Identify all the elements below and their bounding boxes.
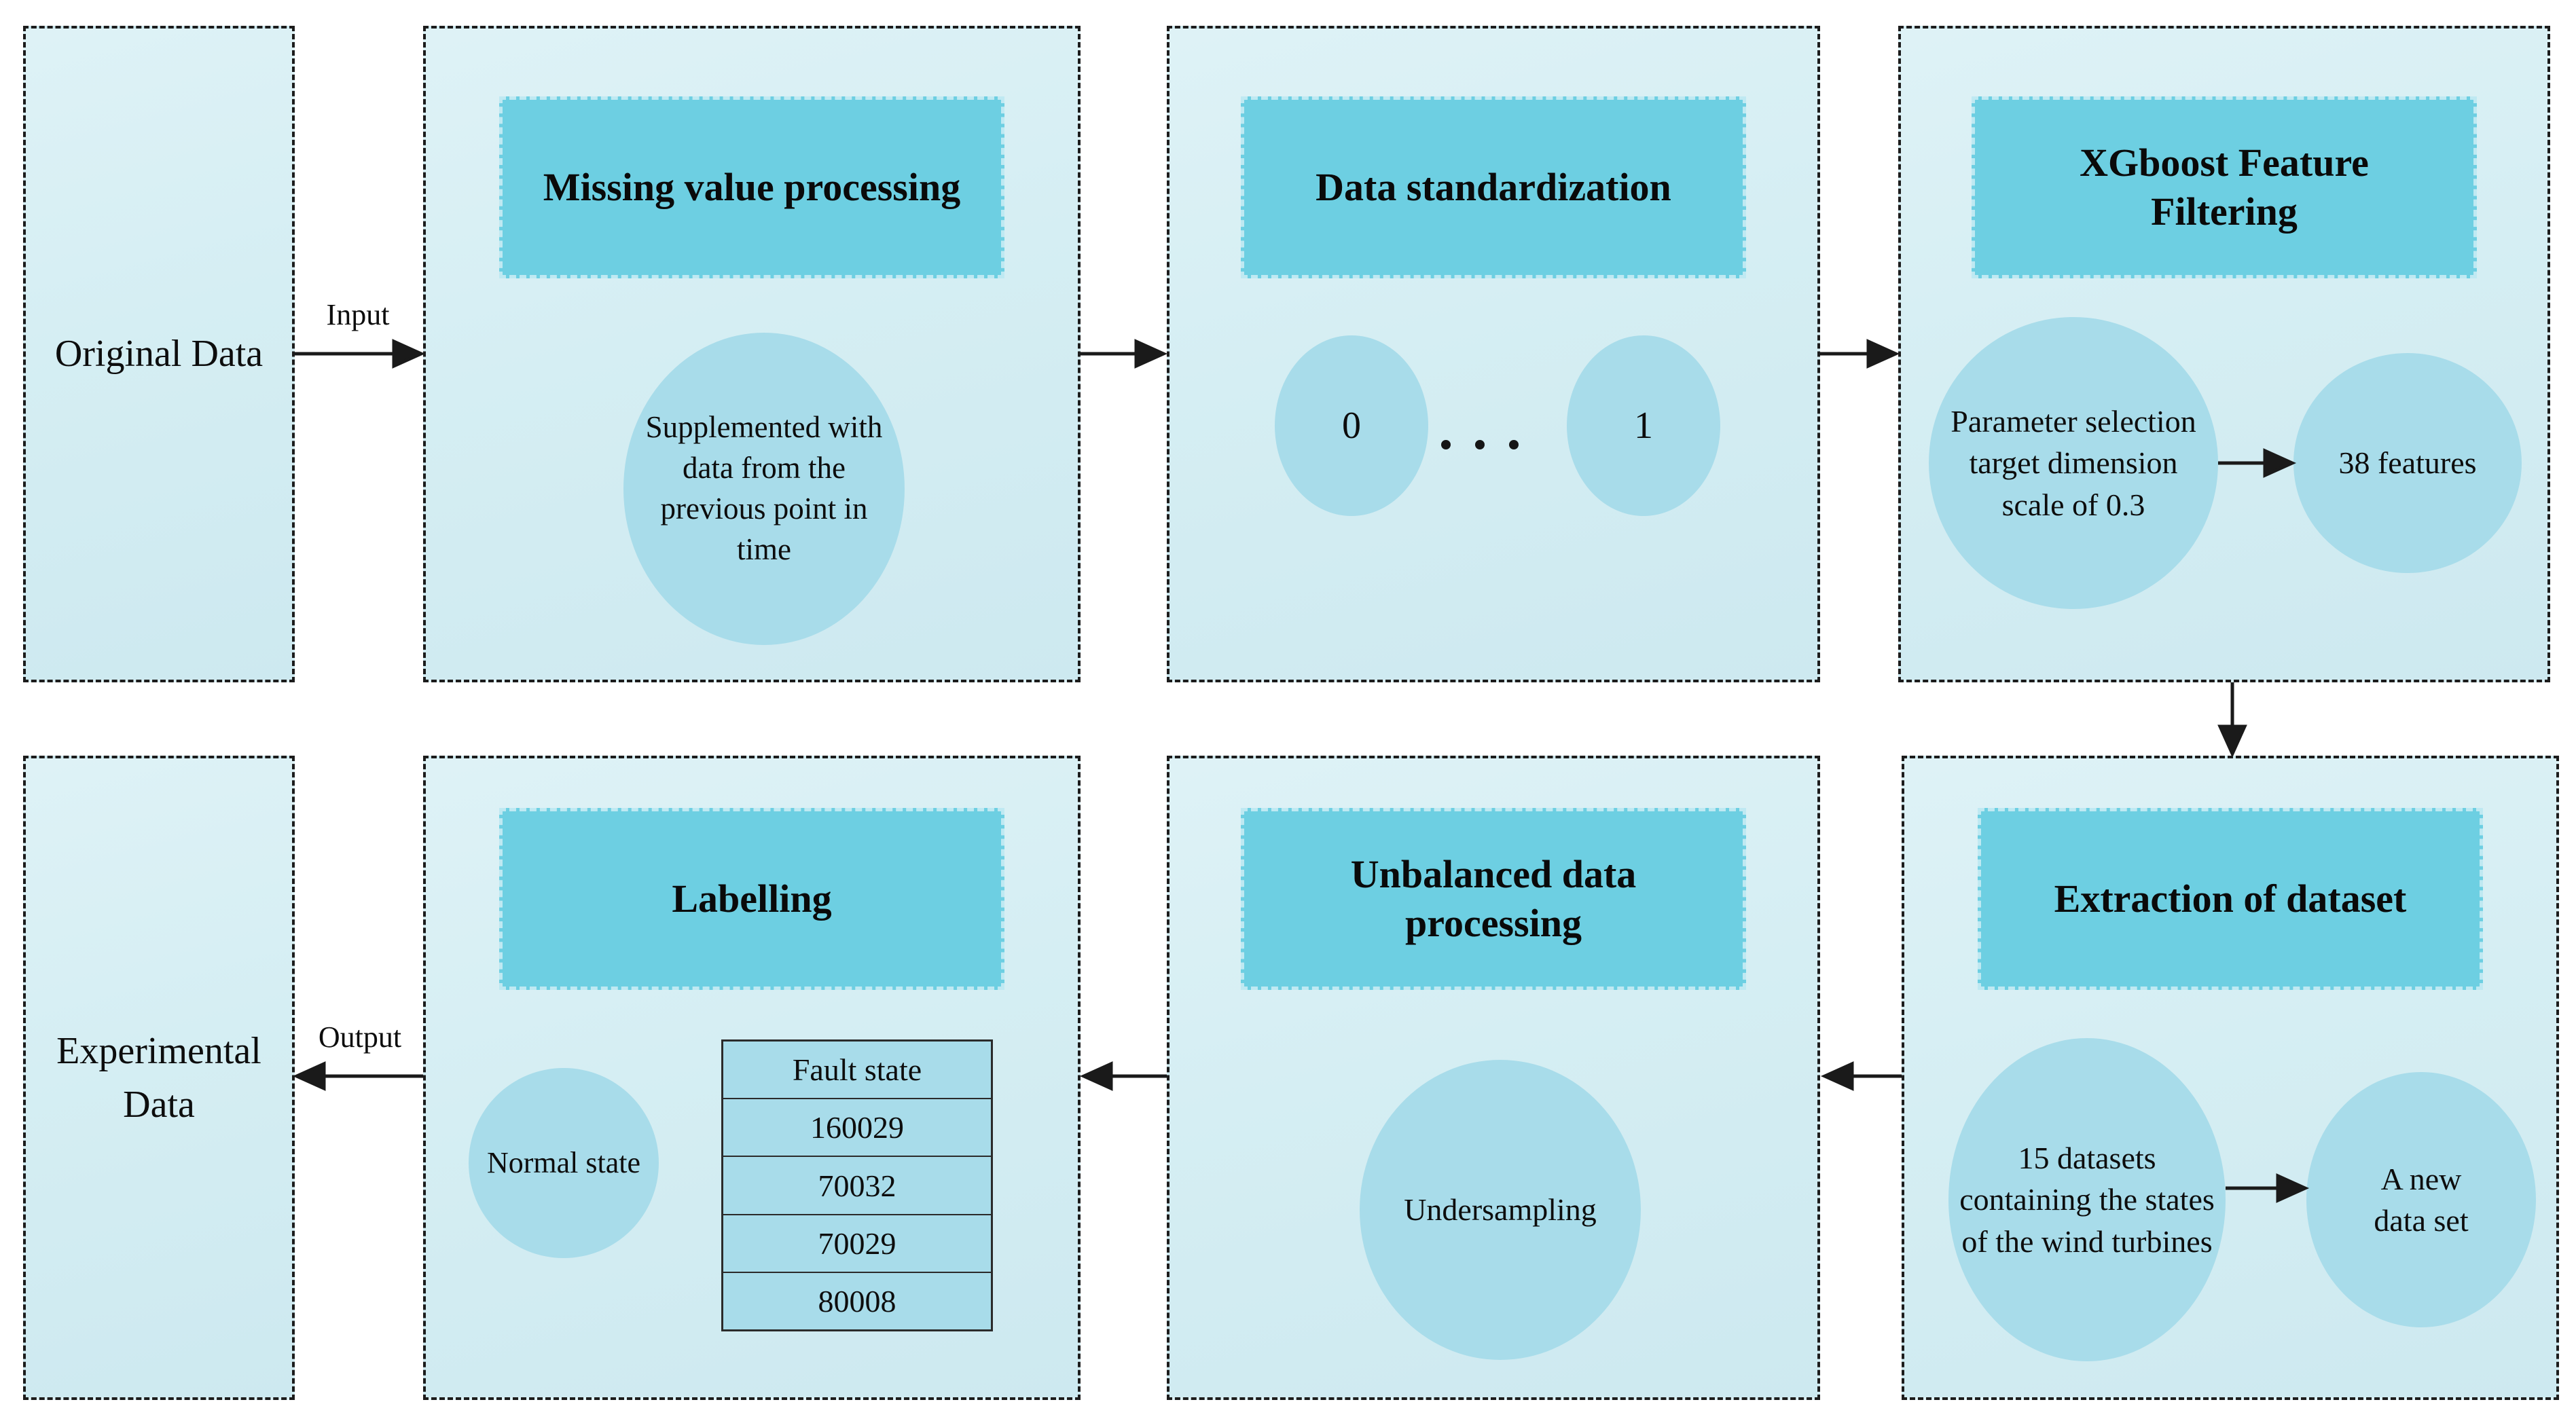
header-extraction-of-dataset-label: Extraction of dataset: [2054, 876, 2407, 921]
ellipsis-dot: [1509, 440, 1519, 449]
header-labelling: Labelling: [499, 808, 1004, 990]
header-xgboost-feature-filtering-label: XGboost Feature Filtering: [2080, 140, 2369, 234]
output-arrow-head: [292, 1061, 326, 1091]
bubble-supplemented-note: Supplemented with data from the previous…: [623, 333, 905, 645]
bubble-15-datasets: 15 datasets containing the states of the…: [1948, 1038, 2226, 1361]
header-extraction-of-dataset: Extraction of dataset: [1978, 808, 2483, 990]
arrow-standardization-to-xgboost-head: [1866, 339, 1900, 369]
ellipsis-dot: [1441, 440, 1451, 449]
fault-table-header: Fault state: [792, 1052, 922, 1088]
original-data-label: Original Data: [54, 333, 264, 375]
bubble-new-dataset-label: A new data set: [2374, 1161, 2469, 1238]
header-data-standardization: Data standardization: [1241, 96, 1746, 278]
arrow-unbalanced-to-labelling-head: [1079, 1061, 1113, 1091]
bubble-undersampling: Undersampling: [1360, 1060, 1641, 1360]
input-arrow-label: Input: [326, 298, 390, 331]
bubble-normal-state-label: Normal state: [486, 1145, 641, 1179]
bubble-38-features: 38 features: [2293, 353, 2522, 573]
arrow-extraction-to-unbalanced-head: [1820, 1061, 1854, 1091]
bubble-supplemented-note-label: Supplemented with data from the previous…: [645, 410, 883, 566]
header-labelling-label: Labelling: [672, 876, 832, 921]
output-arrow-label: Output: [318, 1020, 402, 1054]
header-unbalanced-data-processing-label: Unbalanced data processing: [1350, 851, 1637, 946]
bubble-range-max-label: 1: [1634, 404, 1653, 447]
bubble-normal-state: Normal state: [469, 1068, 659, 1258]
fault-table-row: 70032: [723, 1156, 991, 1213]
header-xgboost-feature-filtering: XGboost Feature Filtering: [1972, 96, 2477, 278]
bubble-range-min: 0: [1275, 335, 1428, 516]
bubble-parameter-selection: Parameter selection target dimension sca…: [1929, 317, 2218, 609]
bubble-15-datasets-label: 15 datasets containing the states of the…: [1959, 1141, 2215, 1259]
input-arrow-head: [392, 339, 426, 369]
fault-table-row: 70029: [723, 1213, 991, 1272]
ellipsis-dots: [1441, 440, 1519, 449]
fault-table-row: 80008: [723, 1271, 991, 1329]
stage-original-data: [23, 26, 295, 682]
bubble-new-dataset: A new data set: [2306, 1072, 2536, 1327]
experimental-data-label: Experimental Data: [56, 1030, 261, 1126]
ellipsis-dot: [1475, 440, 1485, 449]
bubble-range-max: 1: [1567, 335, 1720, 516]
arrow-xgboost-down-head: [2217, 724, 2247, 758]
header-missing-value-processing: Missing value processing: [499, 96, 1004, 278]
arrow-missing-to-standardization-head: [1134, 339, 1168, 369]
bubble-range-min-label: 0: [1342, 404, 1361, 447]
bubble-parameter-selection-label: Parameter selection target dimension sca…: [1951, 404, 2196, 522]
bubble-undersampling-label: Undersampling: [1404, 1192, 1597, 1228]
bubble-38-features-label: 38 features: [2338, 445, 2477, 481]
stage-experimental-data: [23, 756, 295, 1400]
header-missing-value-processing-label: Missing value processing: [543, 164, 961, 209]
fault-state-table: Fault state 160029 70032 70029 80008: [721, 1039, 993, 1331]
header-data-standardization-label: Data standardization: [1316, 164, 1671, 209]
header-unbalanced-data-processing: Unbalanced data processing: [1241, 808, 1746, 990]
fault-table-row: 160029: [723, 1098, 991, 1156]
